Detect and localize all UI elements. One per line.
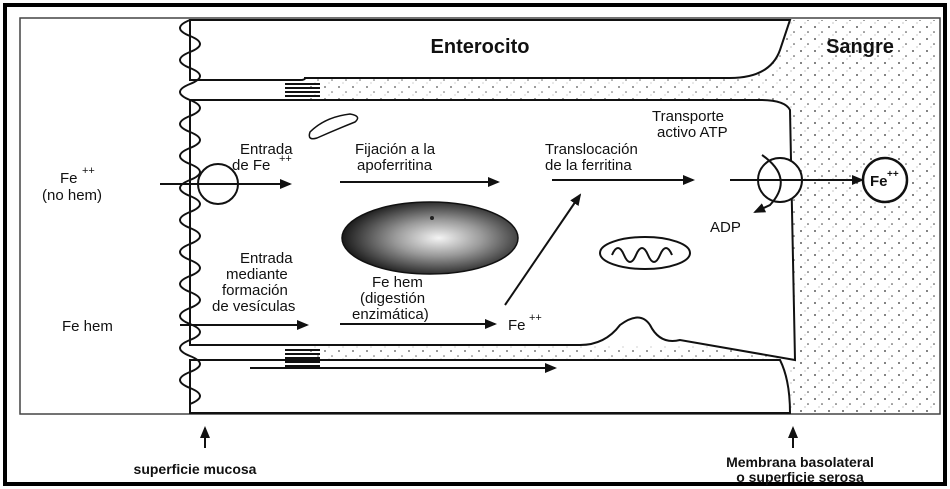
label-superficie-mucosa: superficie mucosa [134,461,257,477]
label-translocacion: Translocación [545,141,638,158]
label-vesicle-1: Entrada [240,250,293,267]
label-fe-out: Fe [870,173,888,190]
sangre-area [790,20,938,413]
label-fijacion: Fijación a la [355,141,436,158]
label-no-hem: (no hem) [42,187,102,204]
title-enterocito: Enterocito [431,36,530,58]
label-ferritina: de la ferritina [545,157,632,174]
nucleolus [430,216,434,220]
label-adp: ADP [710,219,741,236]
label-fe-hem-left: Fe hem [62,318,113,335]
label-hem-digest-2: (digestión [360,290,425,307]
label-fe-left-sup: ++ [82,165,95,177]
label-sangre: Sangre [826,36,894,58]
label-apoferritina: apoferritina [357,157,433,174]
label-activo-atp: activo ATP [657,124,728,141]
label-basolateral-2: o superficie serosa [736,469,864,485]
label-vesicle-2: mediante [226,266,288,283]
label-vesicle-3: formación [222,282,288,299]
label-de-fe-sup: ++ [279,153,292,165]
label-de-fe: de Fe [232,157,270,174]
label-hem-digest-1: Fe hem [372,274,423,291]
label-hem-digest-3: enzimática) [352,306,429,323]
label-fe-out-sup: ++ [887,169,899,180]
label-fe-released-sup: ++ [529,312,542,324]
label-basolateral-1: Membrana basolateral [726,454,874,470]
label-fe-left: Fe [60,170,78,187]
nucleus [342,202,518,274]
label-fe-released: Fe [508,317,526,334]
label-transporte: Transporte [652,108,724,125]
label-vesicle-4: de vesículas [212,298,295,315]
